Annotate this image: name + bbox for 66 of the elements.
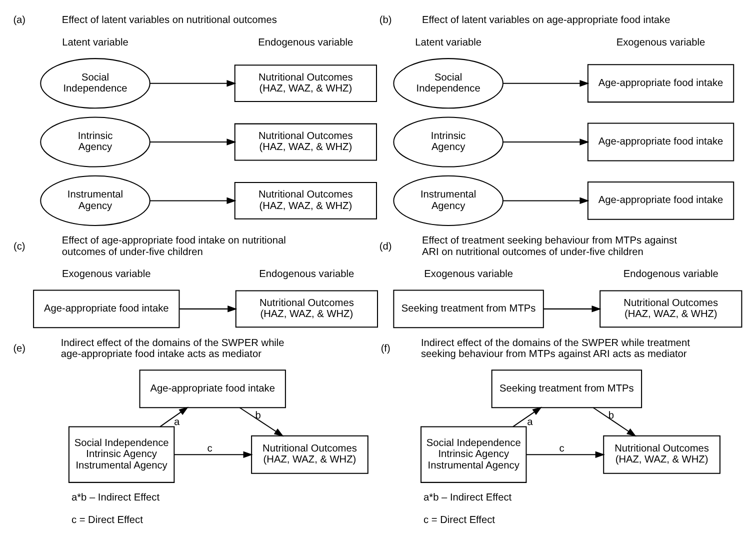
node-box: Seeking treatment from MTPs bbox=[393, 290, 544, 328]
node-box: Nutritional Outcomes (HAZ, WAZ, & WHZ) bbox=[235, 290, 378, 328]
label: Indirect effect of the domains of the SWPER while age-appropriate food intake acts as mediator bbox=[60, 338, 284, 360]
node-box: Age-appropriate food intake bbox=[139, 370, 286, 408]
node-box: Nutritional Outcomes (HAZ, WAZ, & WHZ) bbox=[603, 435, 720, 474]
arrow bbox=[503, 80, 590, 87]
node-box: Age-appropriate food intake bbox=[33, 290, 180, 328]
node-ellipse: Instrumental Agency bbox=[393, 175, 504, 226]
edge-label: c bbox=[207, 444, 212, 455]
label: Latent variable bbox=[62, 37, 128, 48]
node-box: Social Independence Intrinsic Agency Instrumental Agency bbox=[68, 426, 175, 483]
arrow bbox=[239, 407, 284, 437]
node-box: Age-appropriate food intake bbox=[587, 122, 734, 162]
label: a*b – Indirect Effect bbox=[71, 492, 160, 504]
label: Endogenous variable bbox=[258, 37, 354, 48]
arrow bbox=[150, 80, 236, 87]
arrow bbox=[160, 406, 188, 428]
edge-label: a bbox=[174, 417, 180, 428]
label: Exogenous variable bbox=[424, 269, 513, 280]
node-box: Nutritional Outcomes (HAZ, WAZ, & WHZ) bbox=[251, 435, 368, 474]
node-box: Seeking treatment from MTPs bbox=[491, 370, 642, 408]
node-ellipse: Social Independence bbox=[393, 58, 504, 109]
label: (e) bbox=[13, 343, 26, 354]
node-box: Nutritional Outcomes (HAZ, WAZ, & WHZ) bbox=[234, 123, 377, 161]
arrow bbox=[503, 138, 590, 146]
label: Effect of latent variables on nutritional outcomes bbox=[62, 15, 277, 26]
arrow bbox=[512, 406, 542, 428]
edge-label: c bbox=[559, 444, 564, 455]
arrow bbox=[544, 306, 602, 312]
label: Endogenous variable bbox=[259, 269, 354, 280]
label: Effect of treatment seeking behaviour from MTPs against ARI on nutritional outcomes of under-five children bbox=[422, 236, 677, 258]
node-box: Nutritional Outcomes (HAZ, WAZ, & WHZ) bbox=[600, 290, 742, 328]
edge-label: b bbox=[608, 410, 614, 422]
node-ellipse: Instrumental Agency bbox=[40, 175, 150, 226]
arrow bbox=[526, 451, 605, 458]
label: Endogenous variable bbox=[623, 269, 718, 280]
label: (d) bbox=[379, 241, 392, 252]
label: a*b – Indirect Effect bbox=[424, 492, 512, 504]
label: Latent variable bbox=[415, 37, 482, 48]
arrow bbox=[503, 197, 590, 204]
label: (b) bbox=[379, 15, 392, 26]
label: Effect of age-appropriate food intake on nutritional outcomes of under-five children bbox=[62, 236, 286, 258]
label: c = Direct Effect bbox=[71, 514, 143, 526]
label: Effect of latent variables on age-appropriate food intake bbox=[422, 15, 670, 26]
edge-label: b bbox=[255, 410, 261, 422]
node-box: Age-appropriate food intake bbox=[587, 64, 734, 103]
arrow bbox=[180, 306, 238, 312]
node-box: Social Independence Intrinsic Agency Instrumental Agency bbox=[420, 426, 527, 483]
label: (a) bbox=[13, 15, 26, 26]
label: Exogenous variable bbox=[616, 37, 706, 48]
node-box: Nutritional Outcomes (HAZ, WAZ, & WHZ) bbox=[234, 182, 377, 220]
label: (f) bbox=[380, 343, 390, 354]
node-ellipse: Intrinsic Agency bbox=[393, 116, 504, 168]
label: c = Direct Effect bbox=[424, 514, 495, 526]
node-ellipse: Social Independence bbox=[40, 58, 150, 109]
arrow bbox=[150, 197, 236, 204]
node-ellipse: Intrinsic Agency bbox=[40, 116, 150, 168]
label: (c) bbox=[13, 241, 26, 252]
arrow bbox=[174, 451, 253, 458]
node-box: Nutritional Outcomes (HAZ, WAZ, & WHZ) bbox=[234, 64, 377, 102]
arrow bbox=[150, 138, 236, 146]
node-box: Age-appropriate food intake bbox=[587, 181, 734, 220]
label: Indirect effect of the domains of the SWPER while treatment seeking behaviour from MTPs against ARI acts as mediator bbox=[421, 338, 690, 360]
label: Exogenous variable bbox=[62, 269, 151, 280]
edge-label: a bbox=[527, 417, 533, 428]
arrow bbox=[592, 407, 636, 437]
